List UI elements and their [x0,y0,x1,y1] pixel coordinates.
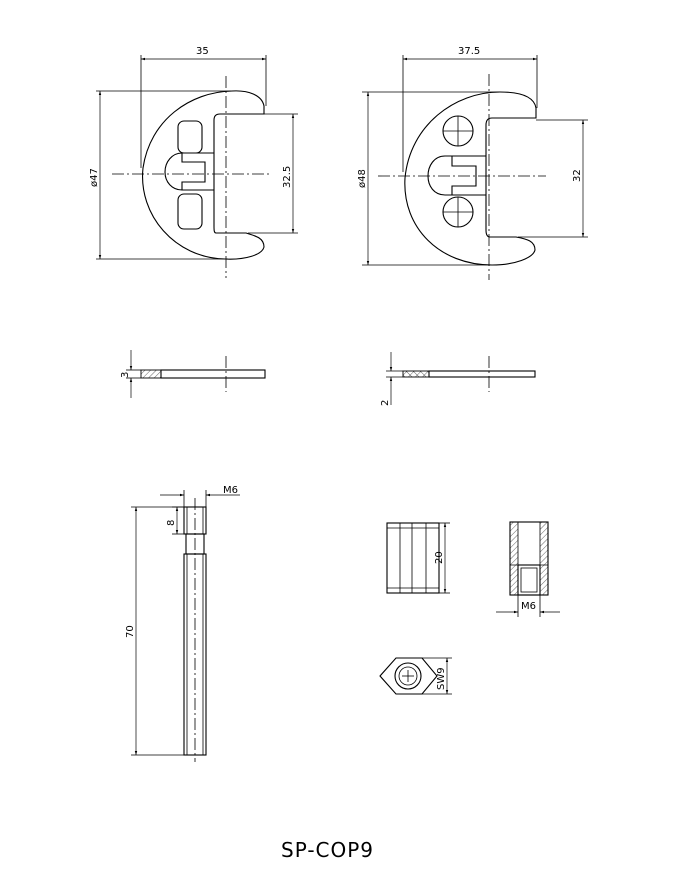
nut-height-label: 20 [434,551,445,564]
clip-a-plan-view [112,76,270,278]
clip-b-thickness-label: 2 [380,400,391,406]
rod-thread-length-label: 8 [166,520,177,526]
threaded-rod-dimensions: M6 8 70 [125,485,240,756]
nut-height-dimension: 20 [434,522,450,594]
clip-b-inner-label: 32 [572,169,583,182]
clip-b-width-label: 37.5 [458,46,480,57]
clip-b-dimensions: 37.5 ø48 32 [357,46,588,266]
clip-a-width-label: 35 [196,46,209,57]
nut-thread-dimension: M6 [496,595,560,617]
threaded-rod [183,498,207,762]
clip-a-dimensions: 35 ø47 32.5 [89,46,298,260]
clip-a-thickness-label: 3 [120,372,131,378]
nut-side-view [386,522,440,594]
rod-thread-label: M6 [223,485,238,496]
clip-a-side-view: 3 [120,350,266,398]
nut-thread-label: M6 [521,601,536,612]
drawing-title: SP-COP9 [281,838,374,862]
clip-a-inner-label: 32.5 [282,166,293,188]
clip-b-side-view: 2 [380,352,536,406]
clip-b-diameter-label: ø48 [357,169,368,188]
clip-a-diameter-label: ø47 [89,168,100,187]
clip-b-plan-view [378,74,546,280]
rod-length-label: 70 [125,625,136,638]
nut-section-view [509,521,549,596]
nut-wrench-label: SW9 [436,667,447,690]
nut-wrench-dimension: SW9 [422,657,452,695]
nut-hex-view [379,657,438,695]
